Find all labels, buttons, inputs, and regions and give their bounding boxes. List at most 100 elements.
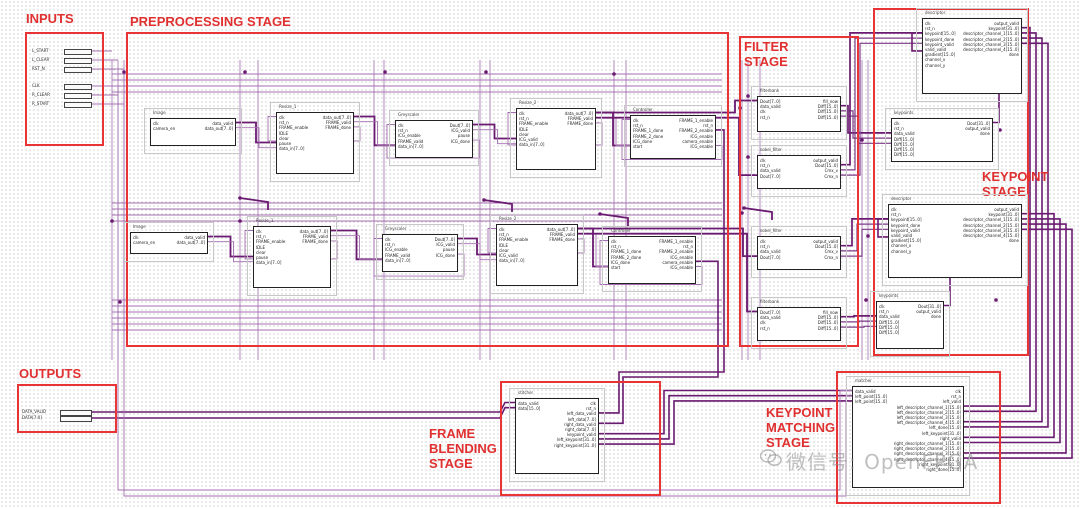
output-pin: right_descriptor_channel_3[15..0] <box>893 451 961 457</box>
input-pin: rst_n <box>256 234 266 240</box>
module-title: descriptor <box>891 196 912 201</box>
input-pin: start <box>611 265 621 270</box>
output-port[interactable] <box>60 410 92 416</box>
output-pin: ICG_valid <box>451 128 470 134</box>
module-frame <box>376 224 464 280</box>
input-pin: data_valid <box>760 249 781 255</box>
output-pin: ICG_done <box>450 138 470 144</box>
output-pin: FRAME_valid <box>549 232 575 238</box>
input-pin: rst_n <box>879 309 889 315</box>
input-port[interactable] <box>64 67 92 73</box>
input-port[interactable] <box>64 102 92 108</box>
output-pin: left_valid <box>942 399 961 405</box>
input-pin: data_in[7..0] <box>385 257 411 263</box>
output-pin: done <box>931 314 941 320</box>
output-pin: left_data[7..0] <box>567 416 596 422</box>
output-port[interactable] <box>60 416 92 422</box>
stage-bus <box>578 232 757 313</box>
output-pin: camera_enable <box>682 138 713 144</box>
output-pin: FRAME_2_enable <box>679 128 713 134</box>
output-pin: output_valid <box>916 309 941 315</box>
input-port-label: R_START <box>32 101 50 106</box>
output-pin: right_data_valid <box>564 421 596 427</box>
match-bus <box>599 394 852 440</box>
output-pin: Dout[7..0] <box>434 237 455 242</box>
wire-junction <box>383 70 387 74</box>
input-pin: ICG_enable <box>385 247 408 253</box>
keypoint-bus <box>841 32 922 166</box>
output-pin: data_valid <box>212 121 233 126</box>
input-pin: ICG_enable <box>398 133 421 139</box>
output-pin: ICG_enable <box>690 133 713 139</box>
output-pin: Diff[15..0] <box>817 320 838 326</box>
wire-junction <box>598 212 602 216</box>
input-pin: rst_n <box>760 114 770 120</box>
input-pin: clk <box>760 158 766 163</box>
output-pin: Cmx_v <box>824 249 838 255</box>
output-pin: left_descriptor_channel_4[15..0] <box>896 420 961 426</box>
output-pin: camera_enable <box>662 259 693 265</box>
output-pin: Cmx_n <box>824 254 838 260</box>
output-pin: Dout[31..0] <box>967 121 990 126</box>
module-frame <box>144 108 242 154</box>
input-pin: rst_n <box>891 212 901 218</box>
outputs-stage-box <box>17 384 117 433</box>
input-pin: Dout[7..0] <box>760 99 781 104</box>
output-pin: right_keypoint[31..0] <box>919 461 961 467</box>
module-frame <box>247 216 337 296</box>
module-title: stitcher <box>518 390 534 395</box>
input-pin: FRAME_enable <box>256 239 286 245</box>
input-pin: clk <box>879 304 885 309</box>
input-pin: rst_n <box>611 244 621 250</box>
cross-bus <box>599 213 629 226</box>
input-pin: left_point[15..0] <box>855 399 887 405</box>
input-pin: data_in[7..0] <box>398 143 424 149</box>
cross-bus <box>743 207 773 220</box>
input-pin: gradient[15..0] <box>891 238 922 244</box>
watermark-text: 微信号: OpenFPGA <box>786 450 979 474</box>
wire-junction <box>866 234 870 238</box>
output-pin: ICG_enable <box>690 144 713 149</box>
match-bus <box>599 389 852 435</box>
input-pin: keypoint[15..0] <box>891 217 922 223</box>
input-port[interactable] <box>64 93 92 99</box>
module-frame <box>916 8 1028 102</box>
inputs-stage-box <box>25 32 104 146</box>
input-port-label: L_CLEAR <box>32 57 50 62</box>
outputs-stage-label: OUTPUTS <box>19 366 82 381</box>
output-pin: FRAME_1_enable <box>659 239 693 244</box>
input-pin: camera_en <box>133 240 156 246</box>
output-pin: fill_now <box>823 310 838 315</box>
output-pin: keypoint[31..0] <box>988 212 1019 218</box>
output-pin: output_valid <box>813 239 838 244</box>
output-pin: left_descriptor_channel_1[15..0] <box>896 404 961 410</box>
input-pin: ICG_valid <box>499 253 518 258</box>
input-port[interactable] <box>64 58 92 64</box>
input-port[interactable] <box>64 49 92 55</box>
descriptor-bus <box>964 26 1031 407</box>
input-port[interactable] <box>64 84 92 90</box>
module-title: keypoints <box>879 293 899 298</box>
module-title: Controller <box>611 228 631 233</box>
input-pin: ICG_done <box>611 259 631 265</box>
